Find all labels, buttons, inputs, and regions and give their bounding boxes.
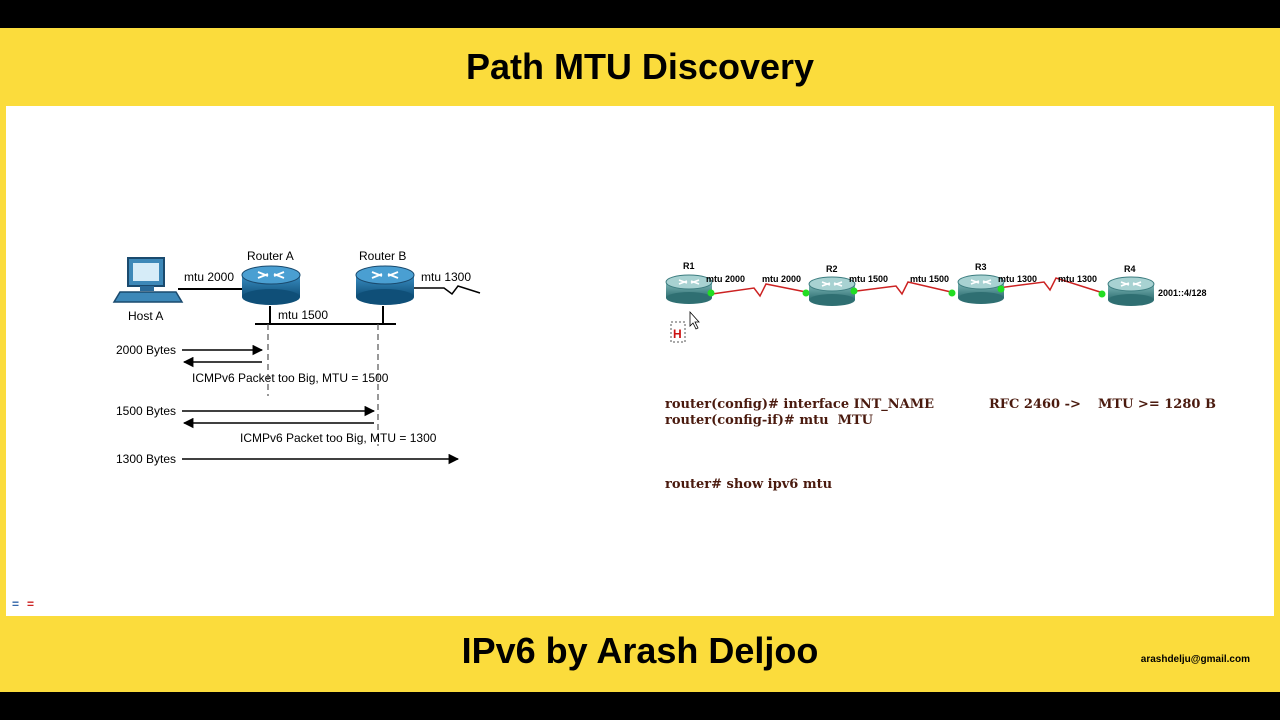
rfc-note: RFC 2460 -> <box>989 397 1081 412</box>
footer-title: IPv6 by Arash Deljoo <box>461 630 819 671</box>
link1-left-mtu: mtu 2000 <box>706 274 745 284</box>
port-dot <box>1098 290 1106 298</box>
link-r2-r3 <box>848 281 952 296</box>
slide-content: Host A mtu 2000 Router A Router B mtu 13… <box>6 106 1274 616</box>
link3-right-mtu: mtu 1300 <box>1058 274 1097 284</box>
router-r4-label: R4 <box>1124 264 1136 274</box>
router-b-icon <box>355 265 415 305</box>
link1-right-mtu: mtu 2000 <box>762 274 801 284</box>
link-r1-r2 <box>711 283 807 298</box>
router-r3-icon <box>957 274 1005 304</box>
router-r1-label: R1 <box>683 261 695 271</box>
host-marker-box[interactable] <box>670 321 686 343</box>
corner-mark-left: = <box>12 597 20 611</box>
router-b-outgoing-link <box>414 285 481 296</box>
router-a-icon <box>241 265 301 305</box>
router-r2-label: R2 <box>826 264 838 274</box>
port-dot <box>948 289 956 297</box>
mtu-host-link-label: mtu 2000 <box>184 270 234 284</box>
router-r4-icon <box>1107 276 1155 306</box>
link2-right-mtu: mtu 1500 <box>910 274 949 284</box>
mtu-minimum-note: MTU >= 1280 B <box>1098 397 1216 412</box>
link3-left-mtu: mtu 1300 <box>998 274 1037 284</box>
host-marker-label: H <box>673 327 682 341</box>
port-dot <box>997 285 1005 293</box>
host-a-label: Host A <box>128 309 163 323</box>
r4-address-label: 2001::4/128 <box>1158 288 1207 298</box>
author-email: arashdelju@gmail.com <box>1140 654 1250 665</box>
slide-title: Path MTU Discovery <box>465 46 815 87</box>
link-r3-r4 <box>997 277 1101 293</box>
corner-mark-right: = <box>27 597 35 611</box>
gns3-topology: R1 R2 R3 R4 <box>665 261 1207 343</box>
host-a-computer-icon <box>112 257 184 303</box>
router-r1-icon <box>665 274 713 304</box>
seq-send-1300: 1300 Bytes <box>116 452 176 466</box>
port-dot <box>850 287 858 295</box>
router-r3-label: R3 <box>975 262 987 272</box>
mouse-cursor-icon <box>689 310 700 330</box>
cli-line-interface: router(config)# interface INT_NAME <box>665 397 935 412</box>
port-dot <box>802 289 810 297</box>
seq-send-1500: 1500 Bytes <box>116 404 176 418</box>
seq-reply-1300: ICMPv6 Packet too Big, MTU = 1300 <box>240 431 437 445</box>
cli-show-command: router# show ipv6 mtu <box>665 477 833 492</box>
link2-left-mtu: mtu 1500 <box>849 274 888 284</box>
mtu-ab-link-label: mtu 1500 <box>278 308 328 322</box>
seq-send-2000: 2000 Bytes <box>116 343 176 357</box>
pmtu-sequence-diagram: Host A mtu 2000 Router A Router B mtu 13… <box>112 249 481 466</box>
port-dot <box>707 289 715 297</box>
router-b-label: Router B <box>359 249 406 263</box>
cli-line-mtu: router(config-if)# mtu MTU <box>665 413 873 428</box>
router-r2-icon <box>808 276 856 306</box>
router-a-label: Router A <box>247 249 294 263</box>
mtu-b-out-label: mtu 1300 <box>421 270 471 284</box>
seq-reply-1500: ICMPv6 Packet too Big, MTU = 1500 <box>192 371 389 385</box>
